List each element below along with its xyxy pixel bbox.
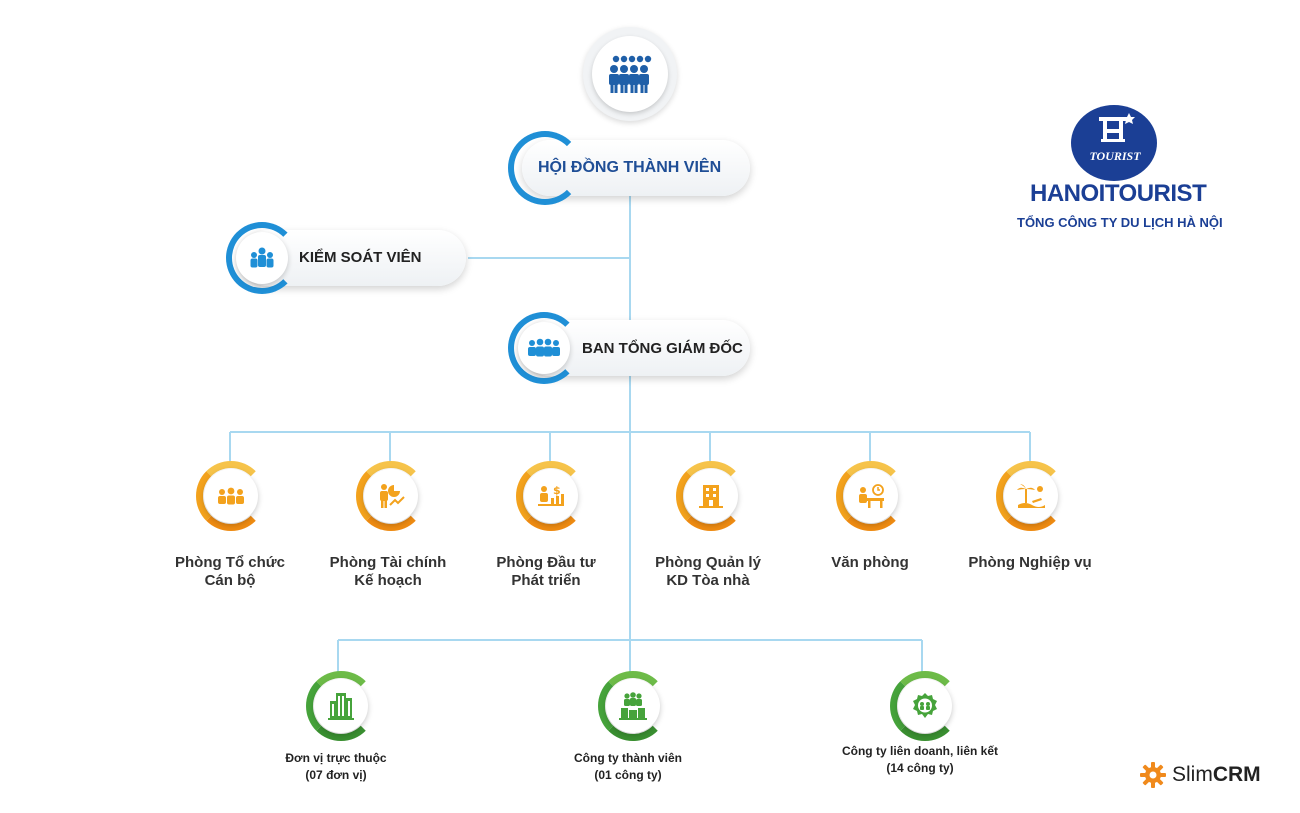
unit-node [890, 671, 960, 741]
brand-name: HANOITOURIST [1030, 180, 1207, 207]
member-company-icon [619, 692, 647, 720]
people-group-icon [250, 247, 274, 268]
unit-label: Công ty liên doanh, liên kết (14 công ty… [841, 744, 998, 775]
top-people-node [583, 27, 677, 121]
department-label: Phòng Nghiệp vụ [968, 554, 1092, 571]
supervisor-node: KIỂM SOÁT VIÊN [226, 222, 470, 296]
department-node: $ [516, 461, 586, 531]
slim-text: Slim [1172, 763, 1213, 786]
department-node [996, 461, 1066, 531]
department-node [676, 461, 746, 531]
supervisor-label: KIỂM SOÁT VIÊN [299, 249, 422, 266]
tower-icon [1099, 113, 1135, 142]
department-label: Phòng Quản lý KD Tòa nhà [655, 554, 761, 589]
management-label: BAN TỔNG GIÁM ĐỐC [582, 340, 743, 357]
office-desk-icon [859, 484, 884, 508]
unit-label: Đơn vị trực thuộc (07 đơn vị) [285, 751, 387, 782]
partnership-badge-icon [913, 693, 937, 718]
department-label: Phòng Đầu tư Phát triển [496, 554, 596, 589]
beach-travel-icon [1017, 484, 1045, 508]
department-node [196, 461, 266, 531]
department-node [836, 461, 906, 531]
department-node [356, 461, 426, 531]
finance-chart-icon [380, 484, 405, 508]
building-icon [699, 485, 723, 508]
board-label: HỘI ĐỒNG THÀNH VIÊN [538, 159, 722, 176]
unit-node [598, 671, 668, 741]
gear-icon [1140, 762, 1166, 788]
department-label: Phòng Tài chính Kế hoạch [329, 554, 447, 589]
logo-text: TOURIST [1089, 149, 1141, 163]
people-group-icon [609, 55, 652, 93]
team-icon [528, 338, 560, 357]
skyscraper-icon [328, 693, 354, 720]
crm-text: CRM [1212, 763, 1261, 786]
svg-text:$: $ [553, 484, 561, 497]
department-label: Văn phòng [831, 554, 909, 571]
brand-subtitle: TỔNG CÔNG TY DU LỊCH HÀ NỘI [1017, 215, 1223, 230]
hanoitourist-logo: TOURIST [1071, 105, 1157, 181]
board-node: HỘI ĐỒNG THÀNH VIÊN [508, 131, 752, 205]
people-icon [218, 487, 244, 505]
unit-node [306, 671, 376, 741]
unit-label: Công ty thành viên (01 công ty) [574, 751, 682, 782]
department-label: Phòng Tổ chức Cán bộ [174, 554, 286, 589]
management-node: BAN TỔNG GIÁM ĐỐC [508, 312, 752, 386]
investment-icon: $ [538, 484, 564, 506]
